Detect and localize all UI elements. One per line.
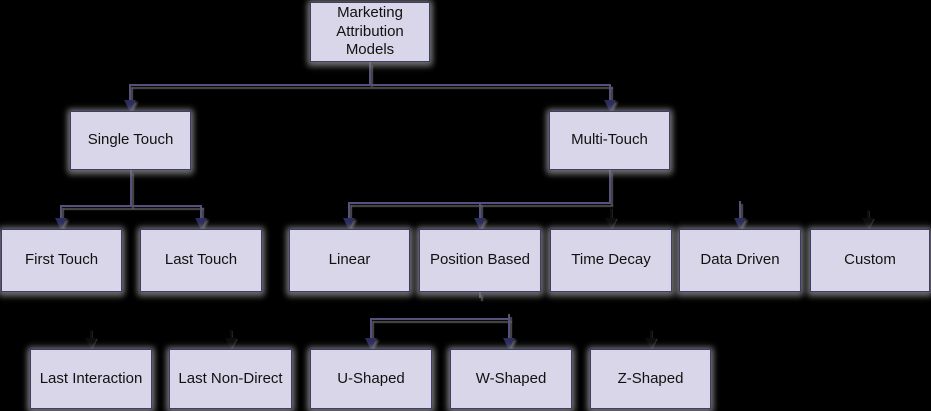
edge-root-branch-bar — [130, 84, 611, 86]
node-last-non-direct: Last Non-Direct — [169, 349, 292, 409]
edge-root-to-multi-touch — [609, 84, 611, 100]
node-position-based: Position Based — [419, 229, 541, 292]
edge-root-stem — [369, 62, 371, 84]
node-time-decay: Time Decay — [550, 229, 672, 292]
edge-to-linear — [348, 202, 350, 218]
arrowhead-position-based — [474, 218, 486, 229]
edge-root-to-single-touch — [129, 84, 131, 100]
arrowhead-first-touch — [55, 218, 67, 229]
edge-to-z-shaped — [650, 330, 652, 338]
node-z-shaped: Z-Shaped — [590, 349, 711, 409]
node-last-touch: Last Touch — [140, 229, 262, 292]
edge-to-w-shaped — [508, 314, 510, 338]
arrowhead-last-touch — [195, 218, 207, 229]
arrowhead-data-driven — [734, 218, 746, 229]
edge-multi-touch-stem — [609, 170, 611, 203]
node-multi-touch: Multi-Touch — [549, 111, 670, 170]
node-u-shaped: U-Shaped — [310, 349, 432, 409]
edge-to-first-touch — [60, 205, 62, 218]
edge-to-u-shaped — [370, 318, 372, 338]
arrowhead-linear — [343, 218, 355, 229]
edge-to-position-based — [479, 202, 481, 218]
arrowhead-w-shaped — [503, 338, 515, 349]
edge-to-data-driven — [739, 201, 741, 218]
edge-to-custom — [867, 210, 869, 218]
edge-to-time-decay — [610, 208, 612, 218]
arrowhead-custom — [862, 218, 874, 229]
edge-single-touch-branch-bar — [61, 205, 202, 207]
arrowhead-time-decay — [605, 218, 617, 229]
arrowhead-single-touch — [124, 100, 136, 111]
edge-position-based-stem — [479, 292, 481, 298]
arrowhead-multi-touch — [604, 100, 616, 111]
node-custom: Custom — [810, 229, 930, 292]
edge-single-touch-stem — [130, 170, 132, 206]
arrowhead-last-interaction — [85, 338, 97, 349]
node-marketing-attribution-models: Marketing Attribution Models — [310, 2, 430, 62]
edge-position-based-branch-bar — [371, 318, 510, 320]
node-data-driven: Data Driven — [679, 229, 801, 292]
edge-to-last-non-direct — [230, 330, 232, 338]
node-single-touch: Single Touch — [70, 111, 191, 170]
node-linear: Linear — [289, 229, 410, 292]
arrowhead-last-non-direct — [225, 338, 237, 349]
node-w-shaped: W-Shaped — [450, 349, 572, 409]
edge-to-last-touch — [200, 205, 202, 218]
node-first-touch: First Touch — [1, 229, 122, 292]
arrowhead-u-shaped — [365, 338, 377, 349]
arrowhead-z-shaped — [645, 338, 657, 349]
node-last-interaction: Last Interaction — [30, 349, 152, 409]
edge-to-last-interaction — [90, 330, 92, 338]
